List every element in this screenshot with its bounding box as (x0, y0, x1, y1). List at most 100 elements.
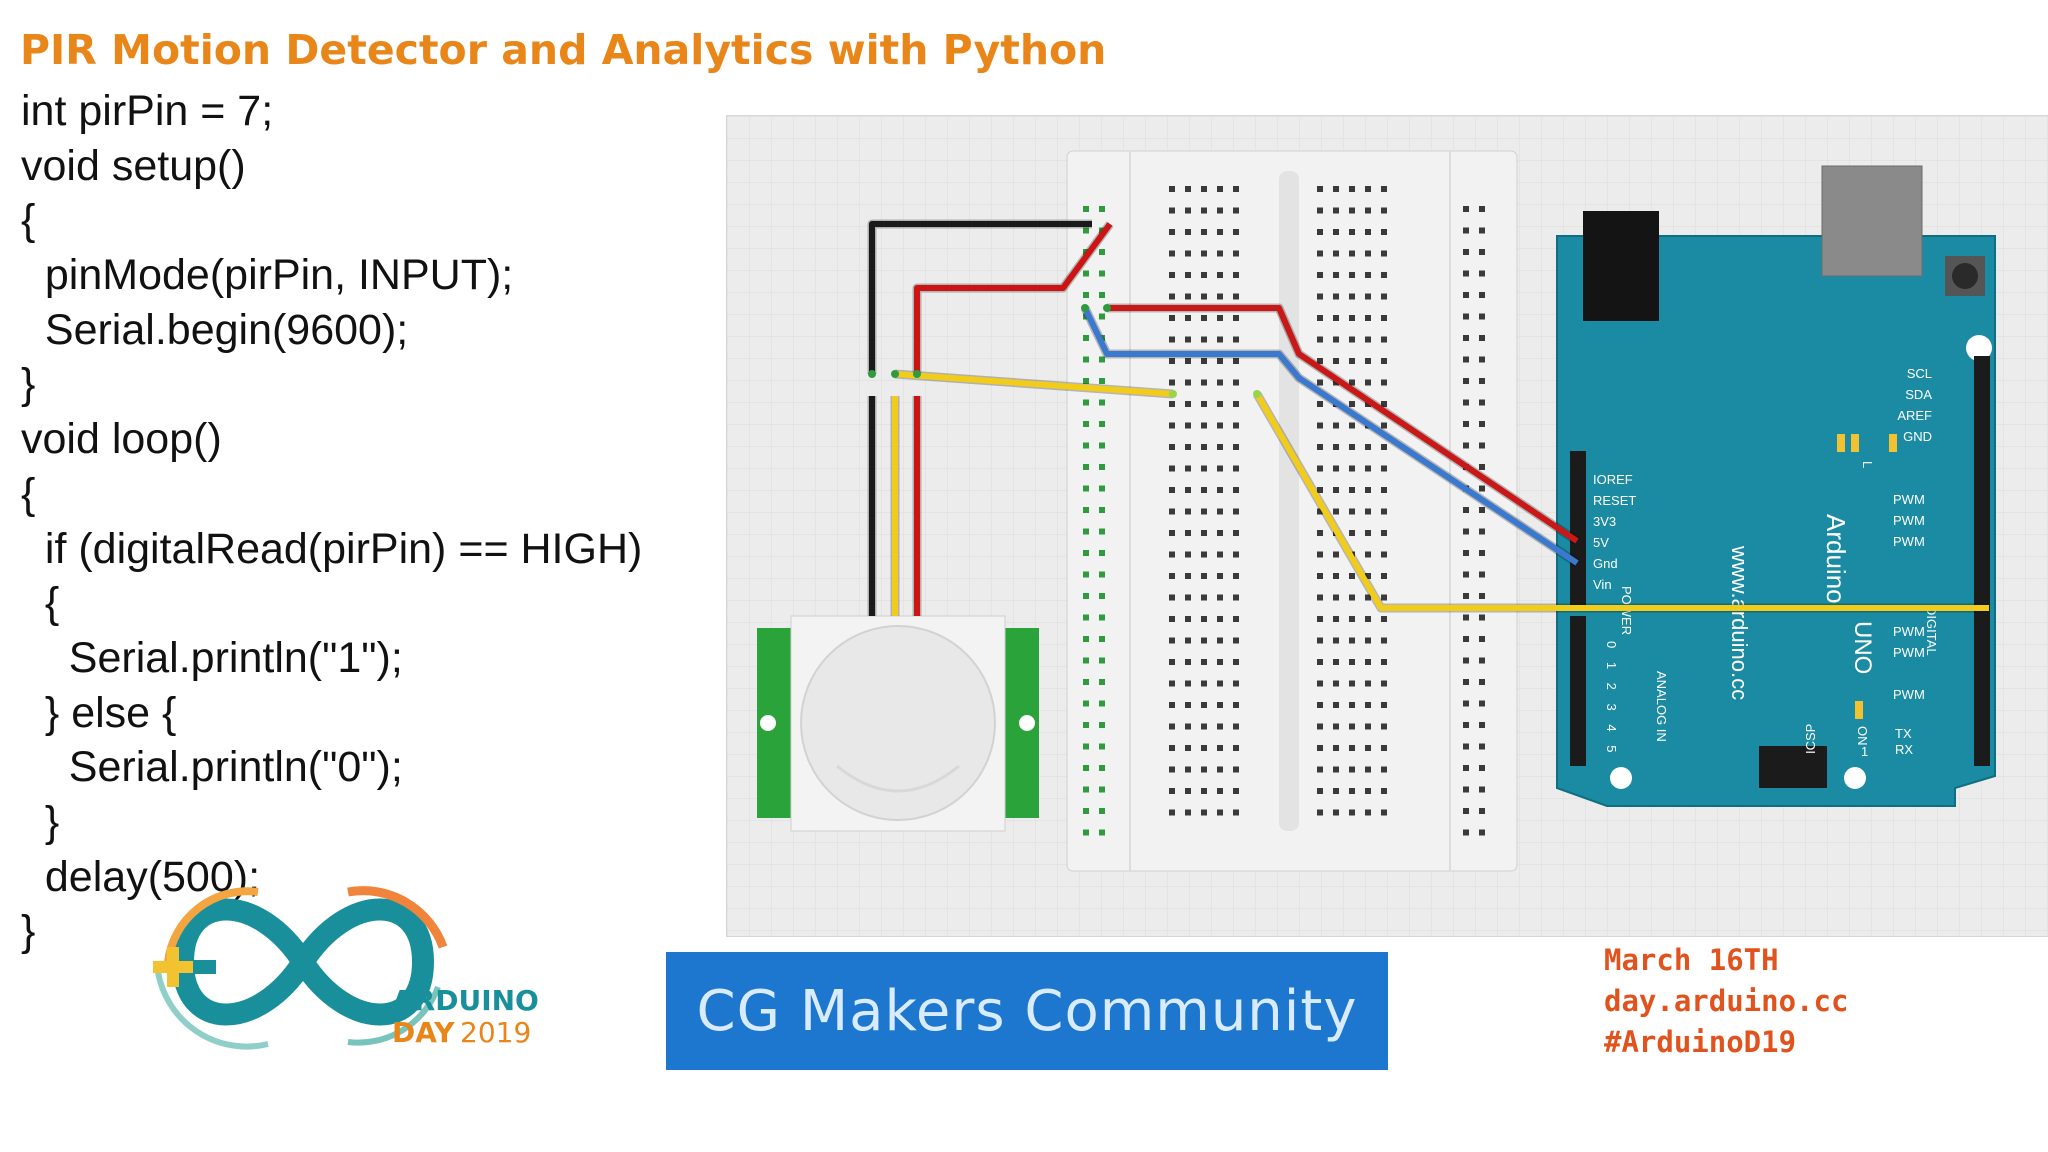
breadboard-hole (1169, 379, 1175, 386)
breadboard-hole (1233, 465, 1239, 472)
breadboard-hole (1381, 207, 1387, 214)
pin-label: Vin (1593, 577, 1612, 592)
breadboard-hole (1349, 293, 1355, 300)
breadboard-hole (1217, 809, 1223, 816)
breadboard-hole (1381, 250, 1387, 257)
slide-title: PIR Motion Detector and Analytics with P… (20, 26, 1107, 74)
breadboard-hole (1365, 315, 1371, 321)
event-info: March 16TH day.arduino.cc #ArduinoD19 (1604, 940, 1848, 1063)
analog-pin-numbers: 0 1 2 3 4 5 (1604, 641, 1619, 757)
breadboard-hole (1169, 616, 1175, 622)
breadboard-hole (1479, 442, 1485, 449)
breadboard-hole (1365, 680, 1371, 687)
breadboard-hole (1381, 766, 1387, 773)
breadboard-hole (1365, 358, 1371, 364)
breadboard-hole (1083, 485, 1089, 492)
breadboard-hole (1099, 270, 1105, 277)
breadboard-hole (1349, 508, 1355, 515)
breadboard-hole (1169, 186, 1175, 192)
breadboard-hole (1217, 766, 1223, 773)
breadboard-hole (1201, 272, 1207, 278)
breadboard-hole (1217, 186, 1223, 192)
breadboard-hole (1201, 250, 1207, 257)
breadboard-hole (1233, 680, 1239, 687)
breadboard-hole (1169, 594, 1175, 601)
breadboard-hole (1099, 808, 1105, 814)
breadboard-hole (1381, 444, 1387, 450)
breadboard-hole (1083, 571, 1089, 578)
pwm-label: PWM (1893, 645, 1925, 660)
arduino-day-logo: ARDUINO DAY 2019 (153, 886, 539, 1050)
breadboard-hole (1463, 442, 1469, 449)
breadboard-hole (1349, 207, 1355, 214)
analog-header (1570, 616, 1586, 766)
breadboard-hole (1381, 487, 1387, 493)
breadboard-hole (1169, 723, 1175, 730)
breadboard-hole (1099, 593, 1105, 599)
breadboard-hole (1169, 487, 1175, 493)
breadboard-hole (1185, 358, 1191, 364)
breadboard-hole (1233, 745, 1239, 751)
breadboard-hole (1099, 765, 1105, 771)
breadboard-hole (1201, 659, 1207, 665)
breadboard-hole (1217, 659, 1223, 665)
breadboard-hole (1381, 293, 1387, 300)
breadboard-hole (1381, 315, 1387, 321)
breadboard-hole (1233, 272, 1239, 278)
breadboard-hole (1099, 356, 1105, 363)
breadboard-hole (1233, 315, 1239, 321)
breadboard-hole (1333, 444, 1339, 450)
breadboard-hole (1463, 700, 1469, 707)
breadboard-hole (1463, 743, 1469, 750)
breadboard-hole (1083, 356, 1089, 363)
breadboard-hole (1479, 399, 1485, 406)
breadboard-hole (1479, 292, 1485, 298)
breadboard-hole (1169, 680, 1175, 687)
breadboard-hole (1185, 250, 1191, 257)
breadboard-hole (1349, 250, 1355, 257)
breadboard-hole (1349, 809, 1355, 816)
breadboard-hole (1463, 808, 1469, 814)
breadboard-hole (1463, 614, 1469, 621)
breadboard-hole (1365, 250, 1371, 257)
breadboard-hole (1479, 571, 1485, 578)
breadboard-hole (1349, 358, 1355, 364)
community-banner: CG Makers Community (666, 952, 1388, 1070)
breadboard-hole (1479, 313, 1485, 320)
breadboard-hole (1185, 745, 1191, 751)
breadboard-hole (1463, 270, 1469, 277)
pwm-label: PWM (1893, 513, 1925, 528)
breadboard-hole (1317, 401, 1323, 407)
breadboard-hole (1185, 444, 1191, 450)
breadboard-hole (1479, 657, 1485, 664)
breadboard-hole (1333, 788, 1339, 794)
breadboard-hole (1381, 272, 1387, 278)
breadboard-hole (1365, 293, 1371, 300)
breadboard-hole (1365, 551, 1371, 558)
breadboard-hole (1099, 442, 1105, 449)
on-label: ON (1855, 726, 1870, 746)
wiring (867, 219, 1989, 616)
breadboard-hole (1083, 335, 1089, 341)
breadboard-hole (1333, 659, 1339, 665)
breadboard-hole (1217, 379, 1223, 386)
breadboard-hole (1381, 573, 1387, 579)
breadboard-hole (1349, 379, 1355, 386)
wire-power (914, 222, 1113, 374)
breadboard-hole (1185, 272, 1191, 278)
breadboard-hole (1317, 637, 1323, 644)
breadboard-hole (1349, 637, 1355, 644)
code-line: Serial.begin(9600); (21, 305, 409, 354)
code-line: void setup() (21, 141, 246, 190)
breadboard-hole (1233, 809, 1239, 816)
breadboard-hole (1233, 293, 1239, 300)
breadboard-hole (1185, 186, 1191, 192)
breadboard-hole (1169, 766, 1175, 773)
breadboard-hole (1479, 227, 1485, 234)
breadboard-hole (1381, 788, 1387, 794)
breadboard-hole (1217, 508, 1223, 515)
breadboard-hole (1233, 207, 1239, 214)
board-model-text: UNO (1849, 621, 1876, 674)
breadboard-hole (1169, 745, 1175, 751)
